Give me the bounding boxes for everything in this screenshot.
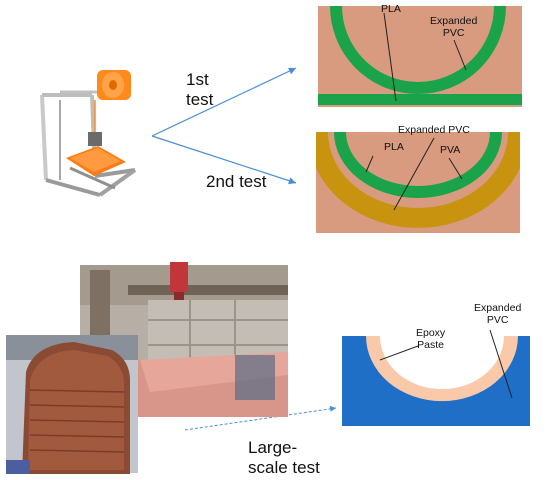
- panel2-pla-label: PLA: [384, 141, 404, 153]
- panel3-epoxy-line1: Epoxy: [416, 327, 446, 339]
- arrow-1st-test: [151, 67, 297, 137]
- panel3-expanded-pvc-label: Expanded PVC: [474, 302, 521, 326]
- first-test-line2: test: [186, 89, 214, 109]
- panel1-expanded-line1: Expanded: [430, 15, 478, 27]
- panel3-expanded-line2: PVC: [486, 314, 509, 327]
- first-test-line1: 1st: [186, 70, 209, 89]
- panel2-pva-label: PVA: [440, 144, 461, 156]
- leader-expanded-2: [393, 137, 435, 211]
- leader-expanded-1: [453, 39, 467, 71]
- panel1-expanded-line2: PVC: [442, 27, 465, 40]
- panel2-expanded-pvc-label: Expanded PVC: [398, 124, 470, 136]
- second-test-label: 2nd test: [206, 172, 267, 191]
- printer-photo: [40, 70, 137, 197]
- panel3-expanded-line1: Expanded: [474, 302, 522, 314]
- panel-first-test: [318, 6, 522, 107]
- large-test-line1: Large-: [248, 438, 298, 457]
- panel3-epoxy-line2: Paste: [417, 339, 445, 352]
- arrow-large-scale-test: [184, 405, 337, 431]
- panel-large-scale-test: [342, 329, 530, 426]
- large-scale-test-label: Large- scale test: [248, 438, 320, 477]
- panel3-epoxy-paste-label: Epoxy Paste: [416, 327, 445, 351]
- mold-photo: [6, 335, 138, 474]
- arrow-2nd-test: [151, 135, 297, 185]
- leader-pva-2: [448, 157, 463, 180]
- first-test-label: 1st test: [186, 70, 213, 109]
- leader-expanded-3: [489, 329, 513, 399]
- leader-pla-1: [383, 12, 397, 102]
- leader-pla-2: [365, 155, 374, 173]
- large-test-line2: scale test: [248, 457, 320, 477]
- panel1-pla-label: PLA: [381, 3, 401, 15]
- panel-second-test: [316, 132, 520, 233]
- leader-epoxy-3: [379, 345, 419, 361]
- panel1-expanded-pvc-label: Expanded PVC: [430, 15, 477, 39]
